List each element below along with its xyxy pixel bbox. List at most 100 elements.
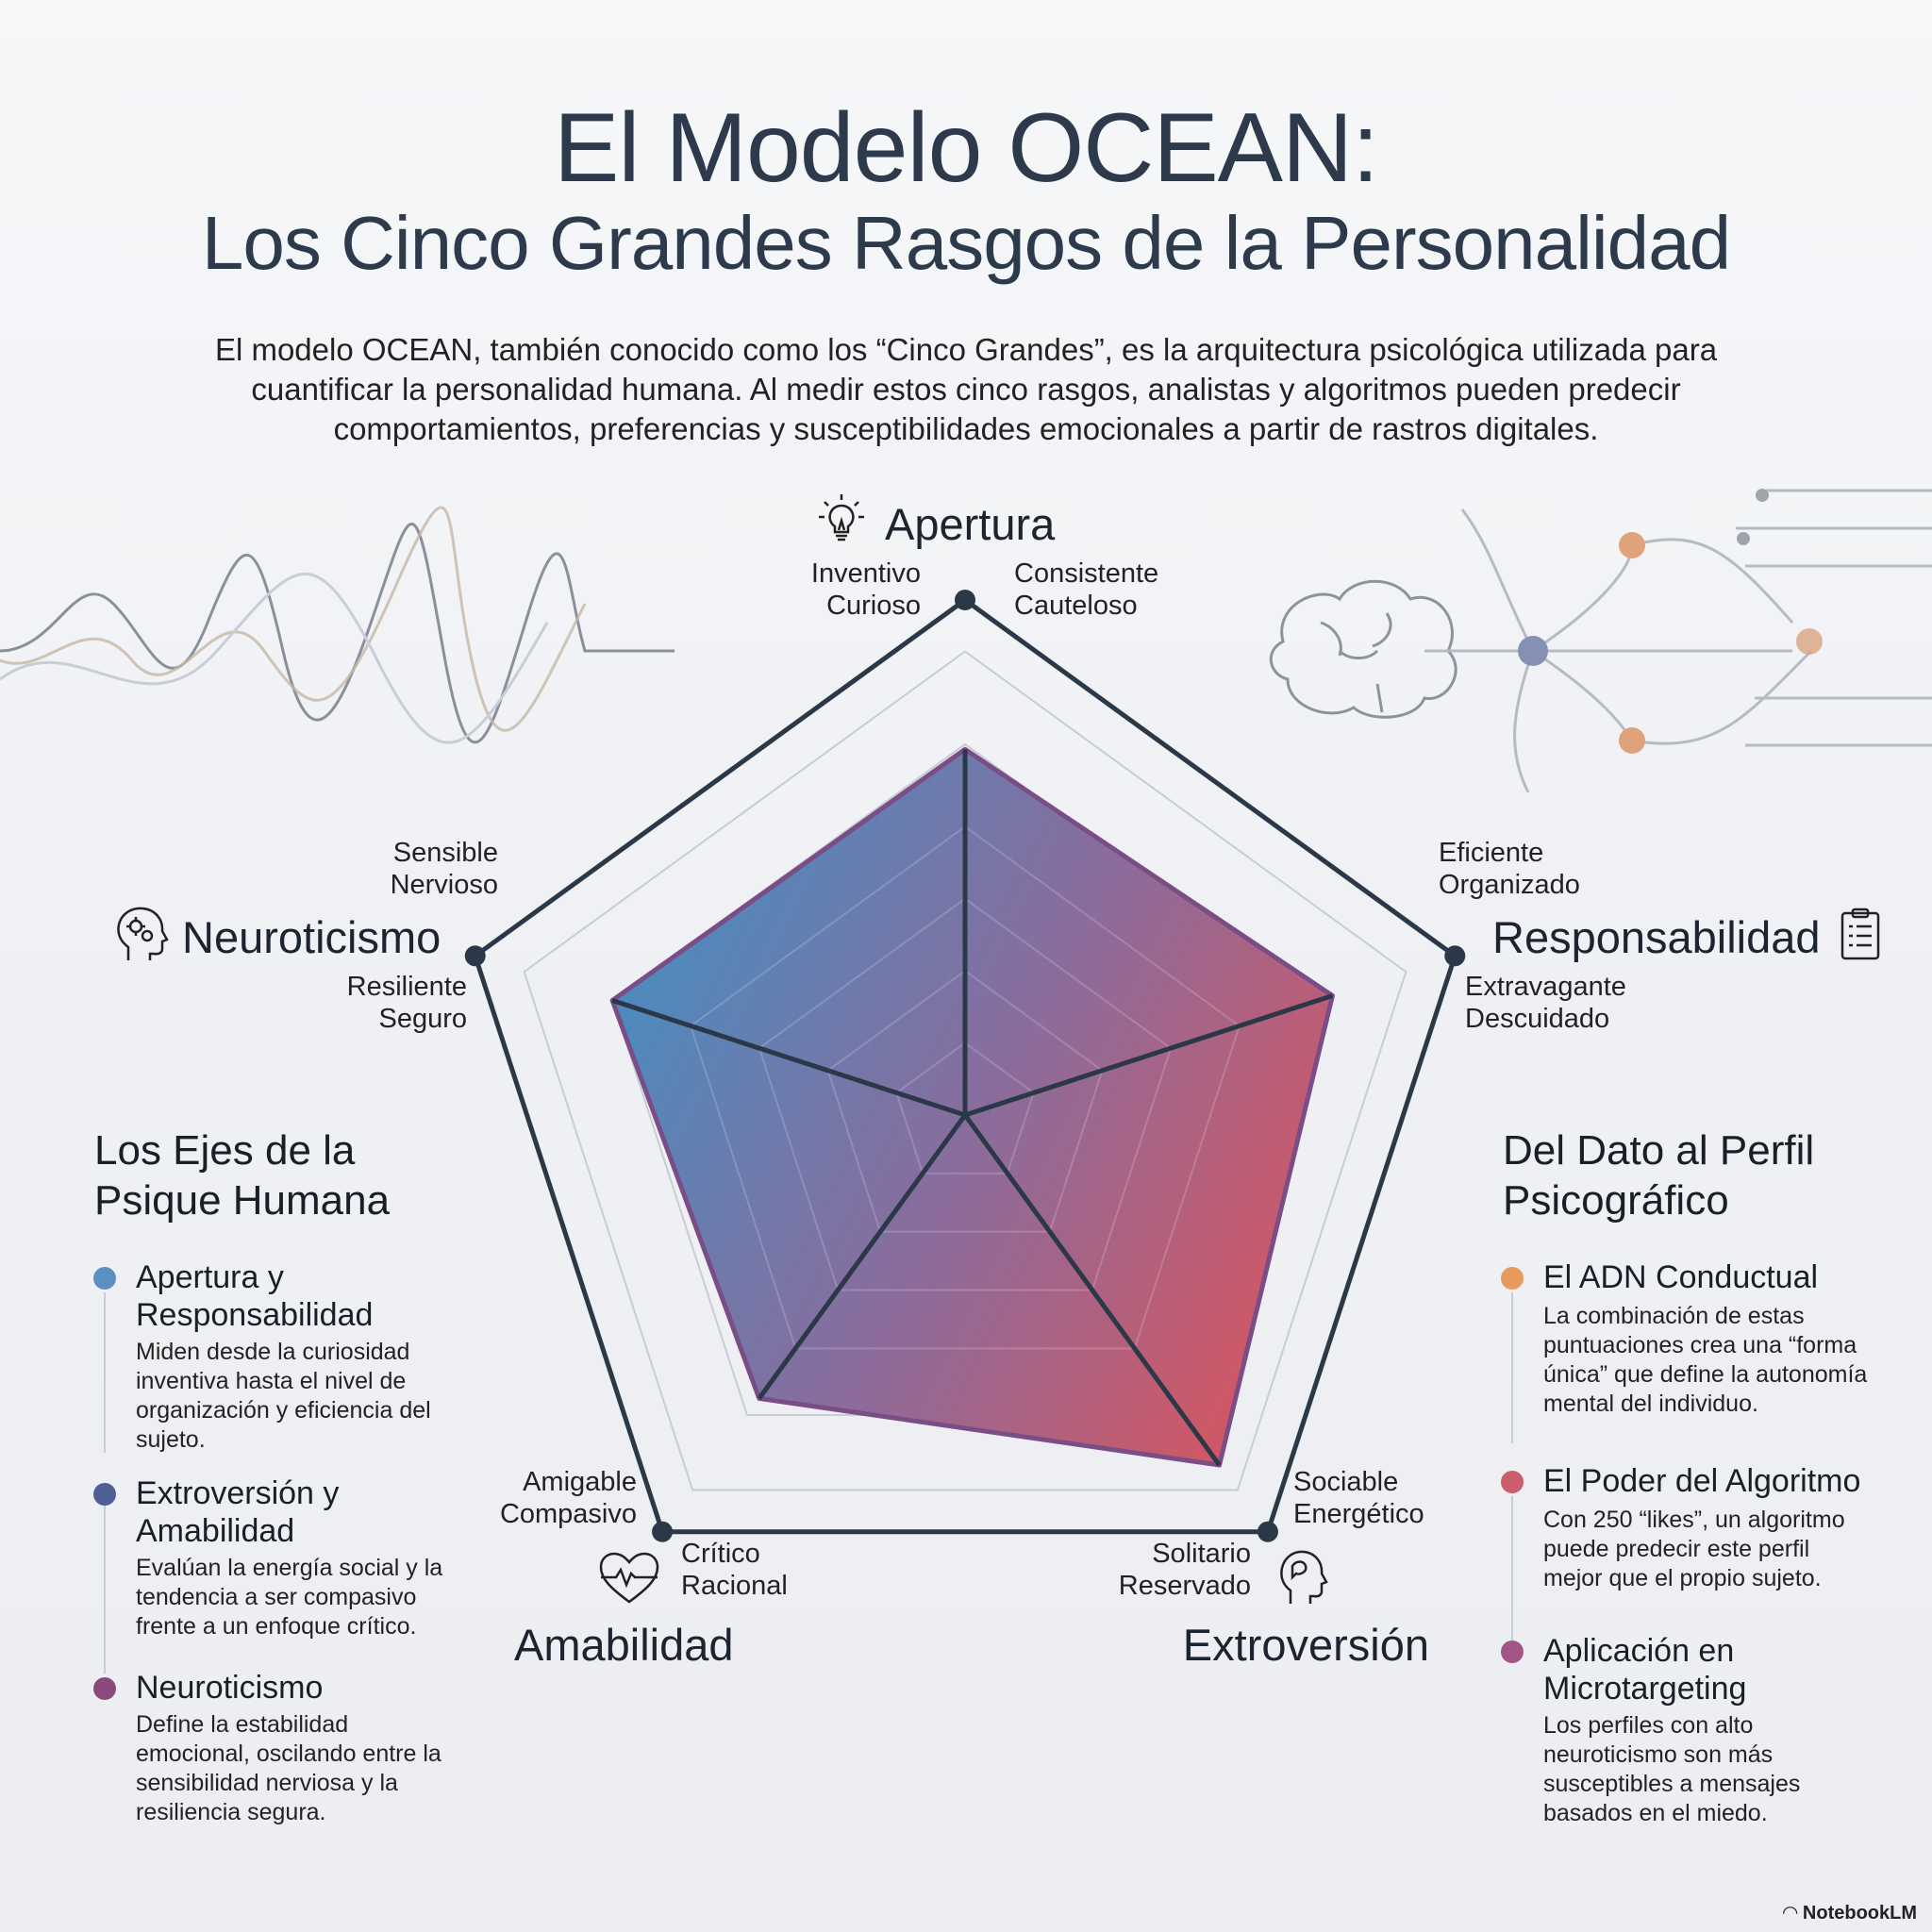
pole-text: Sensible xyxy=(392,838,498,868)
pole-text: Descuidado xyxy=(1465,1004,1610,1034)
right-item-adn-conductual: El ADN Conductual La combinación de esta… xyxy=(1543,1258,1921,1419)
item-body: sujeto. xyxy=(136,1426,206,1453)
item-body: frente a un enfoque crítico. xyxy=(136,1613,417,1640)
item-title: Aplicación en xyxy=(1543,1633,1735,1669)
axis-label-responsabilidad: Responsabilidad xyxy=(1492,912,1821,962)
radar-vertex-2 xyxy=(1257,1521,1278,1542)
page-title: El Modelo OCEAN: xyxy=(553,93,1379,203)
pole-text: Organizado xyxy=(1439,870,1580,900)
pole-text: Seguro xyxy=(378,1004,467,1034)
radar-grid-ring xyxy=(523,650,1407,1491)
timeline-line xyxy=(104,1506,106,1674)
bullet-dot xyxy=(1501,1267,1524,1290)
axis-label-amabilidad: Amabilidad xyxy=(514,1620,734,1670)
title-line: Psicográfico xyxy=(1503,1177,1729,1224)
radar-inner-grid xyxy=(690,825,1241,1350)
clipboard-icon xyxy=(1840,908,1881,960)
item-body: inventiva hasta el nivel de xyxy=(136,1368,407,1394)
neuron-network-illustration xyxy=(1424,489,1932,793)
radar-spoke-2 xyxy=(962,1113,1222,1467)
pole-text: Consistente xyxy=(1014,558,1159,589)
pole-text: Crítico xyxy=(681,1539,760,1569)
radar-spoke-1 xyxy=(964,993,1334,1118)
logo-text: NotebookLM xyxy=(1802,1903,1917,1924)
item-title: Apertura y xyxy=(136,1259,284,1295)
item-body: emocional, oscilando entre la xyxy=(136,1740,441,1767)
pole-text: Extravagante xyxy=(1465,972,1626,1002)
radar-inner-grid xyxy=(895,1041,1035,1174)
pole-text: Sociable xyxy=(1293,1467,1399,1497)
item-body: tendencia a ser compasivo xyxy=(136,1584,417,1610)
page-subtitle: Los Cinco Grandes Rasgos de la Personali… xyxy=(201,201,1731,285)
item-body: mental del individuo. xyxy=(1543,1391,1758,1417)
item-body: Define la estabilidad xyxy=(136,1711,349,1738)
item-title: El ADN Conductual xyxy=(1543,1259,1819,1295)
intro-paragraph: El modelo OCEAN, también conocido como l… xyxy=(214,332,1718,446)
item-title: Extroversión y xyxy=(136,1475,340,1511)
radar-inner-grid xyxy=(826,969,1104,1233)
pole-text: Solitario xyxy=(1152,1539,1251,1569)
bullet-dot xyxy=(93,1677,116,1700)
right-item-poder-algoritmo: El Poder del Algoritmo Con 250 “likes”, … xyxy=(1543,1462,1921,1593)
bullet-dot xyxy=(93,1483,116,1506)
item-body: puede predecir este perfil xyxy=(1543,1536,1810,1562)
pole-text: Eficiente xyxy=(1439,838,1544,868)
heart-pulse-icon xyxy=(598,1551,660,1606)
head-gears-icon xyxy=(111,904,170,964)
pole-text: Energético xyxy=(1293,1499,1424,1529)
radar-vertex-3 xyxy=(652,1521,674,1542)
item-body: única” que define la autonomía xyxy=(1543,1361,1868,1388)
title-line: Los Ejes de la xyxy=(94,1127,356,1174)
axis-label-apertura: Apertura xyxy=(885,499,1056,549)
item-body: resiliencia segura. xyxy=(136,1799,326,1825)
radar-vertex-1 xyxy=(1444,945,1466,967)
notebooklm-logo: ◠ NotebookLM xyxy=(1783,1901,1917,1924)
item-body: Miden desde la curiosidad xyxy=(136,1339,410,1365)
brain-icon xyxy=(1269,579,1457,719)
radar-vertex-0 xyxy=(955,590,975,610)
pole-text: Compasivo xyxy=(499,1499,637,1529)
radar-inner-grid xyxy=(758,897,1173,1291)
item-title: Amabilidad xyxy=(136,1513,295,1549)
bullet-dot xyxy=(93,1267,116,1290)
head-speech-icon xyxy=(1277,1547,1330,1607)
pole-text: Curioso xyxy=(826,591,921,621)
item-body: La combinación de estas xyxy=(1543,1303,1805,1329)
lightbulb-icon xyxy=(813,492,870,549)
pole-text: Inventivo xyxy=(810,558,921,589)
axis-label-extroversion: Extroversión xyxy=(1182,1620,1429,1670)
waveform-illustration xyxy=(0,506,675,744)
item-body: Evalúan la energía social y la xyxy=(136,1555,443,1581)
radar-data-polygon xyxy=(609,746,1335,1468)
item-title: Neuroticismo xyxy=(136,1670,324,1706)
item-title: Microtargeting xyxy=(1543,1671,1747,1707)
item-body: sensibilidad nerviosa y la xyxy=(136,1770,398,1796)
pole-text: Nervioso xyxy=(390,870,498,900)
timeline-line xyxy=(1511,1496,1513,1647)
radar-spoke-3 xyxy=(757,1113,968,1400)
pole-text: Cauteloso xyxy=(1014,591,1138,621)
item-body: basados en el miedo. xyxy=(1543,1800,1768,1826)
axis-label-neuroticismo: Neuroticismo xyxy=(182,912,441,962)
title-line: Psique Humana xyxy=(94,1177,391,1224)
item-body: puntuaciones crea una “forma xyxy=(1543,1332,1857,1358)
timeline-line xyxy=(104,1292,106,1453)
timeline-line xyxy=(1511,1292,1513,1443)
bullet-dot xyxy=(1501,1641,1524,1663)
item-title: El Poder del Algoritmo xyxy=(1543,1463,1861,1499)
